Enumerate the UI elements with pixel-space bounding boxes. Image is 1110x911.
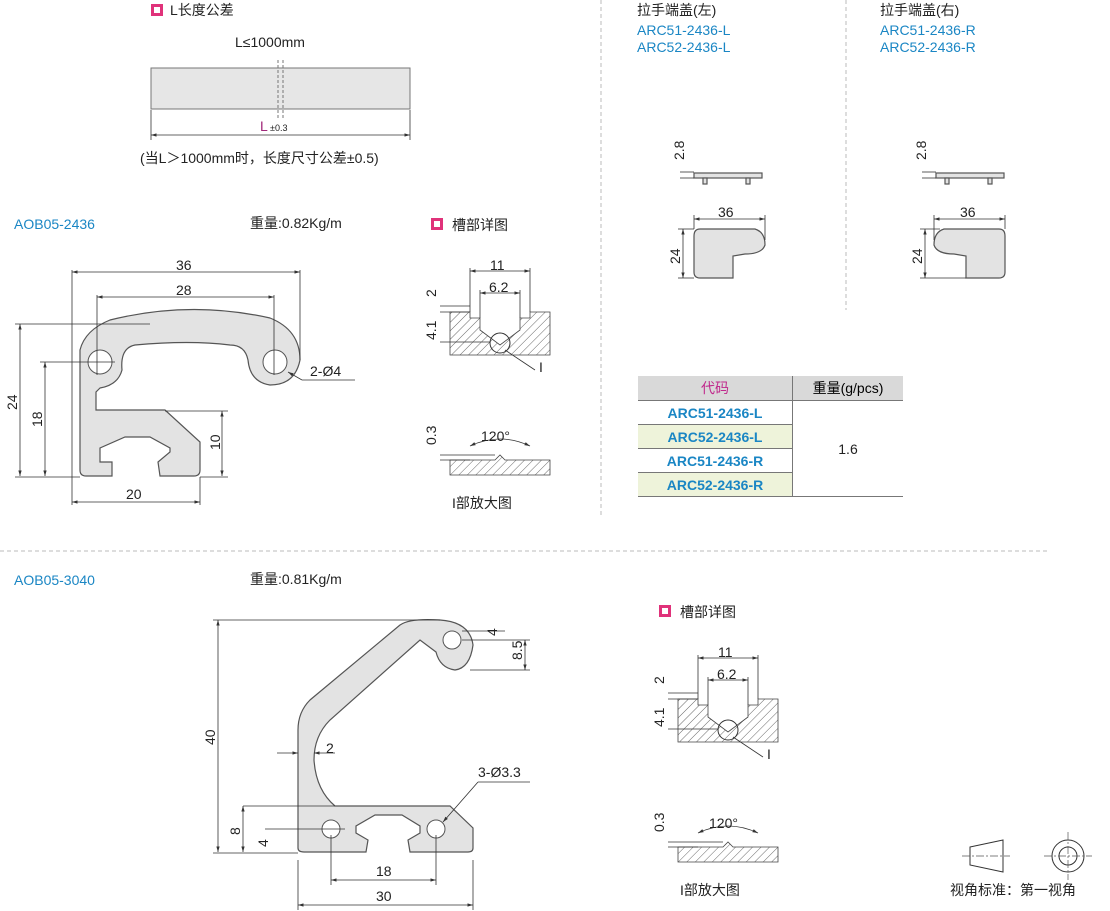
- profile-aob05-3040: AOB05-3040 重量:0.81Kg/m 4 8.5 40 2 3-Ø3.3…: [14, 571, 530, 910]
- section-title: 槽部详图: [680, 604, 736, 620]
- projection-symbol: 视角标准：第一视角: [950, 832, 1092, 898]
- svg-text:36: 36: [176, 257, 192, 273]
- slot-detail-top: 槽部详图 11 6.2 2 4.1 I 120° 0.3 I部放大图: [423, 217, 551, 511]
- table-row: ARC51-2436-R: [638, 448, 903, 473]
- table-row: ARC51-2436-L 1.6: [638, 400, 903, 497]
- svg-text:20: 20: [126, 486, 142, 502]
- svg-text:10: 10: [207, 434, 223, 450]
- svg-text:I: I: [539, 359, 543, 375]
- section-title: L长度公差: [170, 2, 234, 18]
- svg-text:120°: 120°: [709, 815, 738, 831]
- svg-text:6.2: 6.2: [489, 279, 509, 295]
- svg-text:±0.3: ±0.3: [270, 123, 287, 133]
- header-weight: 重量(g/pcs): [792, 376, 903, 401]
- svg-text:24: 24: [4, 394, 20, 410]
- svg-text:11: 11: [490, 257, 505, 273]
- svg-text:0.3: 0.3: [651, 812, 667, 832]
- svg-text:8.5: 8.5: [509, 640, 525, 660]
- svg-text:36: 36: [718, 204, 734, 220]
- svg-text:18: 18: [376, 863, 392, 879]
- handle-cap-right: 拉手端盖(右) ARC51-2436-R ARC52-2436-R 2.8 36…: [880, 2, 1006, 279]
- svg-text:2: 2: [423, 289, 439, 297]
- cap-title: 拉手端盖(左): [637, 2, 716, 18]
- svg-text:2: 2: [326, 740, 334, 756]
- svg-text:28: 28: [176, 282, 192, 298]
- svg-text:4: 4: [255, 839, 271, 847]
- svg-text:ARC51-2436-R: ARC51-2436-R: [880, 22, 976, 38]
- table-row: ARC52-2436-R: [638, 472, 903, 497]
- svg-text:2: 2: [651, 676, 667, 684]
- weight: 重量:0.81Kg/m: [250, 571, 342, 587]
- svg-text:2.8: 2.8: [671, 140, 687, 160]
- svg-text:8: 8: [227, 827, 243, 835]
- weight: 重量:0.82Kg/m: [250, 215, 342, 231]
- header-code: 代码: [638, 376, 793, 401]
- svg-text:L: L: [260, 118, 268, 134]
- svg-text:ARC51-2436-L: ARC51-2436-L: [637, 22, 731, 38]
- svg-text:24: 24: [909, 248, 925, 264]
- svg-text:18: 18: [29, 411, 45, 427]
- svg-text:2.8: 2.8: [913, 140, 929, 160]
- svg-text:ARC52-2436-R: ARC52-2436-R: [880, 39, 976, 55]
- svg-text:2-Ø4: 2-Ø4: [310, 363, 341, 379]
- svg-text:I: I: [767, 746, 771, 762]
- svg-text:6.2: 6.2: [717, 666, 737, 682]
- tolerance-note: (当L＞1000mm时，长度尺寸公差±0.5): [140, 150, 379, 166]
- profile-aob05-2436: AOB05-2436 重量:0.82Kg/m 36 28 24 18 10 20…: [4, 215, 355, 505]
- svg-text:0.3: 0.3: [423, 425, 439, 445]
- slot-detail-bottom: 槽部详图 11 6.2 2 4.1 I 120° 0.3 I部放大图: [651, 604, 779, 898]
- svg-text:ARC52-2436-L: ARC52-2436-L: [637, 39, 731, 55]
- max-length: L≤1000mm: [235, 34, 305, 50]
- svg-text:30: 30: [376, 888, 392, 904]
- enlarged-label: I部放大图: [452, 495, 512, 511]
- product-code: AOB05-2436: [14, 216, 95, 232]
- svg-text:4.1: 4.1: [651, 707, 667, 727]
- handle-cap-left: 拉手端盖(左) ARC51-2436-L ARC52-2436-L 2.8 36…: [637, 2, 766, 279]
- projection-label: 视角标准：第一视角: [950, 882, 1076, 898]
- svg-text:40: 40: [202, 729, 218, 745]
- svg-text:4: 4: [484, 628, 500, 636]
- product-code: AOB05-3040: [14, 572, 95, 588]
- length-tolerance: L长度公差 L≤1000mm L ±0.3 (当L＞1000mm时，长度尺寸公差…: [140, 2, 411, 166]
- svg-text:4.1: 4.1: [423, 320, 439, 340]
- weight-value: 1.6: [792, 400, 903, 497]
- svg-text:36: 36: [960, 204, 976, 220]
- table-row: ARC52-2436-L: [638, 424, 903, 449]
- cap-title: 拉手端盖(右): [880, 2, 959, 18]
- section-title: 槽部详图: [452, 217, 508, 233]
- svg-text:3-Ø3.3: 3-Ø3.3: [478, 764, 521, 780]
- svg-text:120°: 120°: [481, 428, 510, 444]
- enlarged-label: I部放大图: [680, 882, 740, 898]
- weight-table: 代码 重量(g/pcs) ARC51-2436-L 1.6 ARC52-2436…: [638, 376, 903, 497]
- svg-text:11: 11: [718, 644, 733, 660]
- svg-text:24: 24: [667, 248, 683, 264]
